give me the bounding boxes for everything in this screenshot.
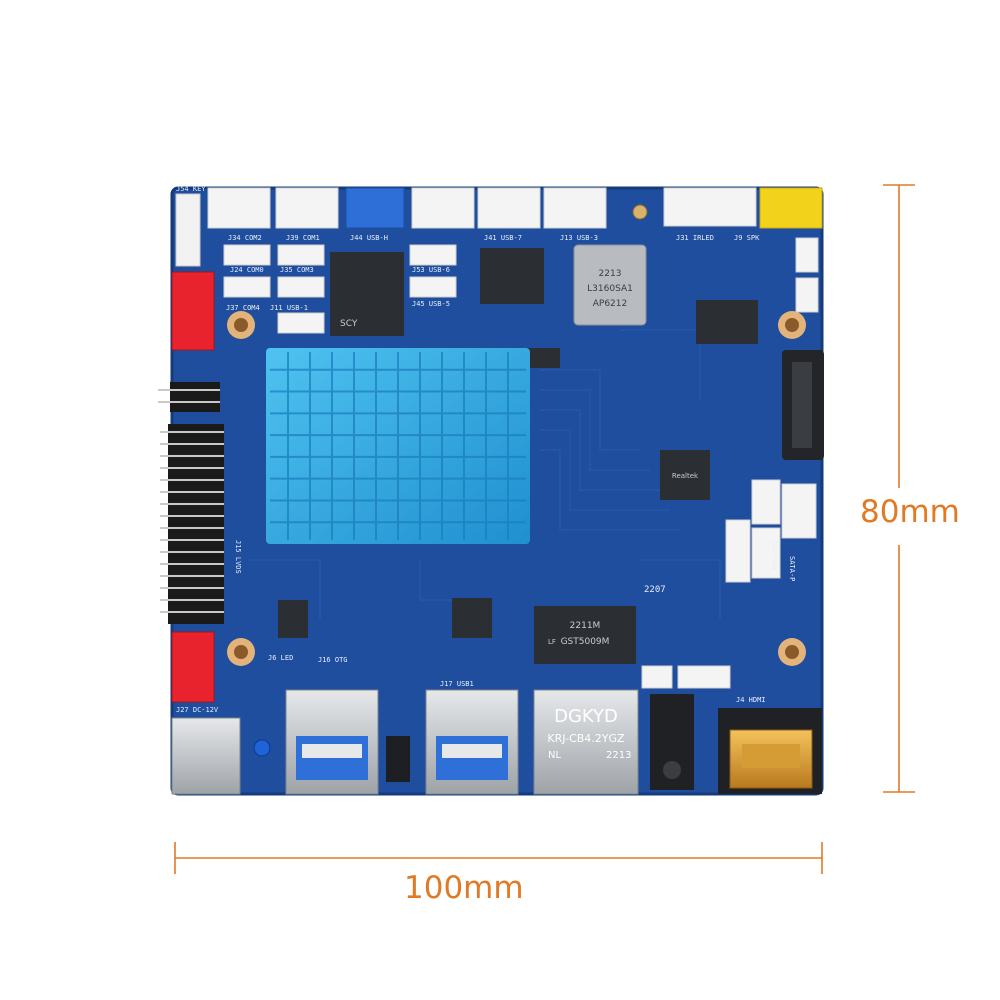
lan-sub-text: LF — [548, 638, 556, 646]
silkscreen-labels: J54 KEY J34 COM2 J39 COM1 J44 USB-H J41 … — [176, 185, 796, 714]
rj45-nl-text: NL — [548, 750, 561, 761]
wifi-lot-text: 2213 — [599, 269, 622, 279]
lan-transformer: 2211M GST5009M LF — [534, 606, 636, 664]
silk-j27: J27 DC-12V — [176, 706, 219, 714]
silk-j15: J15 LVDS — [234, 540, 242, 574]
height-dimension-label: 80mm — [860, 494, 960, 530]
width-dimension-line — [174, 842, 823, 874]
silk-j6: J6 LED — [268, 654, 293, 662]
silk-usb7: J41 USB-7 — [484, 234, 522, 242]
silk-can: J41 CAN — [770, 540, 778, 570]
mounting-hole — [227, 638, 255, 666]
wifi-module: 2213 L3160SA1 AP6212 — [573, 244, 647, 326]
silk-j16: J16 OTG — [318, 656, 348, 664]
realtek-chip: Realtek — [660, 450, 710, 500]
soc-brand-text: SCY — [340, 319, 358, 329]
soc-chip: SCY — [330, 252, 404, 336]
usb3-port — [425, 689, 519, 795]
silk-usb6: J53 USB-6 — [412, 266, 450, 274]
tact-switch — [386, 736, 410, 782]
silk-j44: J44 USB-H — [350, 234, 388, 242]
status-led — [253, 739, 271, 757]
rj45-brand-text: DGKYD — [554, 706, 618, 727]
sata-connector — [782, 350, 824, 460]
width-dimension-label: 100mm — [404, 870, 524, 906]
dc-power-jack — [171, 717, 241, 795]
silk-j24: J24 COM0 — [230, 266, 264, 274]
top-connectors — [175, 187, 823, 267]
rj45-lot-text: 2213 — [606, 750, 631, 761]
silk-j37: J37 COM4 — [226, 304, 260, 312]
silk-j4: J4 HDMI — [736, 696, 766, 704]
silk-j54: J54 KEY — [176, 185, 206, 193]
silk-sata: SATA-P — [788, 556, 796, 581]
heatsink — [266, 348, 530, 544]
mounting-hole — [778, 638, 806, 666]
lan-chip-text: GST5009M — [561, 637, 610, 647]
wifi-model-text: AP6212 — [593, 299, 628, 309]
usb3-port — [285, 689, 379, 795]
red-connector — [171, 271, 215, 703]
silk-j35: J35 COM3 — [280, 266, 314, 274]
mcu-chip — [480, 248, 544, 304]
rj45-model-text: KRJ-CB4.2YGZ — [547, 732, 625, 745]
hdmi-port — [718, 708, 822, 794]
wifi-code-text: L3160SA1 — [587, 284, 633, 294]
silk-j31: J31 IRLED — [676, 234, 714, 242]
silk-j9: J9 SPK — [734, 234, 760, 242]
silk-j17: J17 USB1 — [440, 680, 474, 688]
silk-usb5: J45 USB-5 — [412, 300, 450, 308]
mounting-hole — [778, 311, 806, 339]
mounting-hole — [227, 311, 255, 339]
audio-jack — [650, 694, 694, 790]
rj45-port: DGKYD KRJ-CB4.2YGZ NL 2213 — [533, 689, 639, 795]
height-dimension-line — [883, 184, 915, 793]
silk-usb3: J13 USB-3 — [560, 234, 598, 242]
silk-j34: J34 COM2 — [228, 234, 262, 242]
realtek-text: Realtek — [672, 472, 699, 480]
silk-j39: J39 COM1 — [286, 234, 320, 242]
small-connectors — [223, 237, 819, 689]
lan-lot-text: 2211M — [570, 621, 601, 631]
lvds-pin-header — [158, 382, 224, 624]
silk-usb1: J11 USB-1 — [270, 304, 308, 312]
silk-date: 2207 — [644, 585, 666, 595]
